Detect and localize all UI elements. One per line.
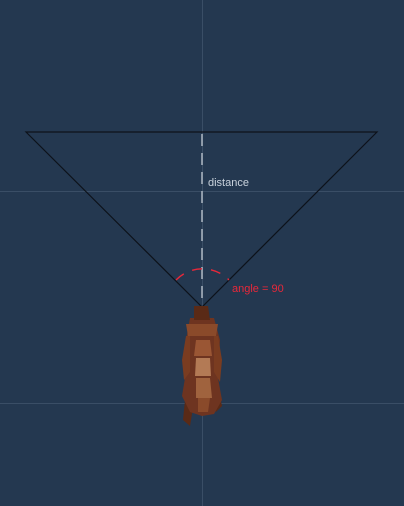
character-icon[interactable] [182,306,222,426]
angle-label: angle = 90 [232,283,284,295]
angle-arc [175,268,230,281]
distance-label: distance [208,177,249,189]
vision-cone-outline [24,131,379,308]
